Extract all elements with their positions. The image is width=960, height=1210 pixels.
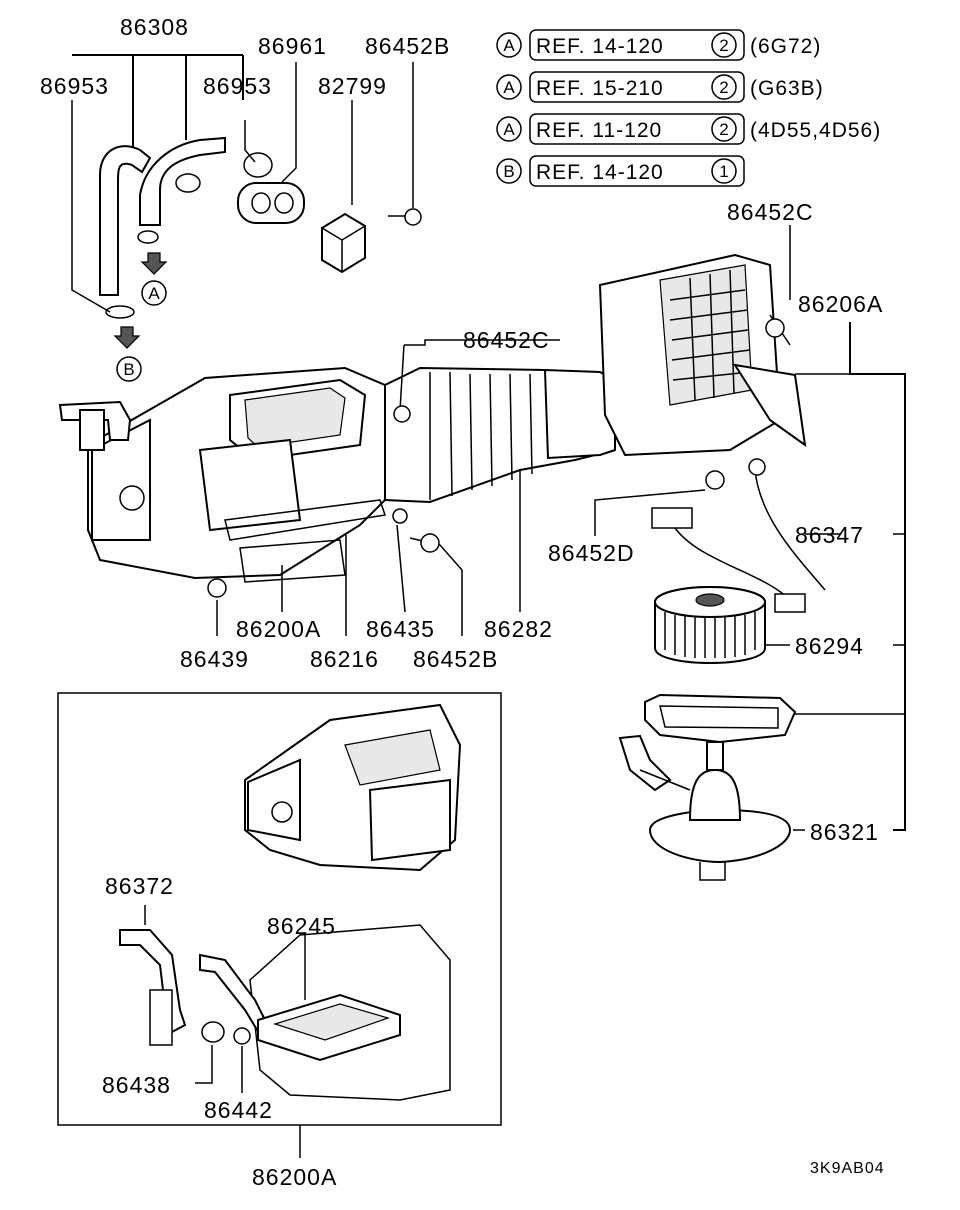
label-86452B-bottom: 86452B	[413, 646, 498, 672]
ref-note: (4D55,4D56)	[750, 119, 881, 142]
ref-circle-number: 2	[719, 78, 728, 97]
reference-row: B REF. 14-120 1	[496, 155, 745, 187]
ref-text: REF. 15-210	[536, 77, 664, 100]
reference-table: A REF. 14-120 2 (6G72) A REF. 15-210 2 (…	[496, 29, 881, 187]
air-duct	[384, 339, 617, 612]
ref-note: (6G72)	[750, 35, 821, 58]
label-86200A-bottom: 86200A	[252, 1164, 337, 1190]
ref-circle-number: 2	[719, 120, 728, 139]
ref-text: REF. 14-120	[536, 35, 664, 58]
ref-marker: A	[503, 36, 515, 55]
label-86442: 86442	[204, 1097, 273, 1123]
label-86321: 86321	[810, 819, 879, 845]
label-86294: 86294	[795, 633, 864, 659]
ref-circle-number: 2	[719, 36, 728, 55]
label-86452C-mid: 86452C	[463, 327, 550, 353]
label-86452C-right: 86452C	[727, 199, 814, 225]
label-86438: 86438	[102, 1072, 171, 1098]
label-86282: 86282	[484, 616, 553, 642]
blower-motor	[618, 693, 805, 881]
label-86439: 86439	[180, 646, 249, 672]
ref-text: REF. 11-120	[536, 119, 662, 142]
ref-marker: B	[503, 162, 514, 181]
label-86216: 86216	[310, 646, 379, 672]
ref-marker: A	[503, 78, 515, 97]
label-86206A: 86206A	[798, 291, 883, 317]
label-86953-right: 86953	[203, 73, 272, 99]
diagram-code: 3K9AB04	[810, 1160, 885, 1177]
label-82799: 82799	[318, 73, 387, 99]
label-86452D: 86452D	[548, 540, 635, 566]
label-86372: 86372	[105, 873, 174, 899]
reference-row: A REF. 14-120 2 (6G72)	[496, 29, 821, 61]
callout-b: B	[123, 360, 134, 379]
callout-a: A	[148, 284, 160, 303]
label-86347: 86347	[795, 522, 864, 548]
reference-row: A REF. 15-210 2 (G63B)	[496, 71, 824, 103]
label-86245: 86245	[267, 913, 336, 939]
label-86435: 86435	[366, 616, 435, 642]
ref-text: REF. 14-120	[536, 161, 664, 184]
heater-unit-main	[58, 366, 463, 636]
ref-circle-number: 1	[719, 162, 728, 181]
ref-note: (G63B)	[750, 77, 824, 100]
label-86452B-top: 86452B	[365, 33, 450, 59]
blower-fan	[654, 586, 790, 664]
inset-heater-core-box	[57, 692, 502, 1126]
ref-marker: A	[503, 120, 515, 139]
label-86953-left: 86953	[40, 73, 109, 99]
label-86200A-mid: 86200A	[236, 616, 321, 642]
label-86961: 86961	[258, 33, 327, 59]
reference-row: A REF. 11-120 2 (4D55,4D56)	[496, 113, 881, 145]
blower-case	[594, 225, 906, 831]
label-86308: 86308	[120, 14, 189, 40]
part-labels: 86308 86953 86953 86961 82799 86452B 864…	[40, 14, 885, 1190]
heater-hose-assembly: A B	[71, 54, 422, 382]
